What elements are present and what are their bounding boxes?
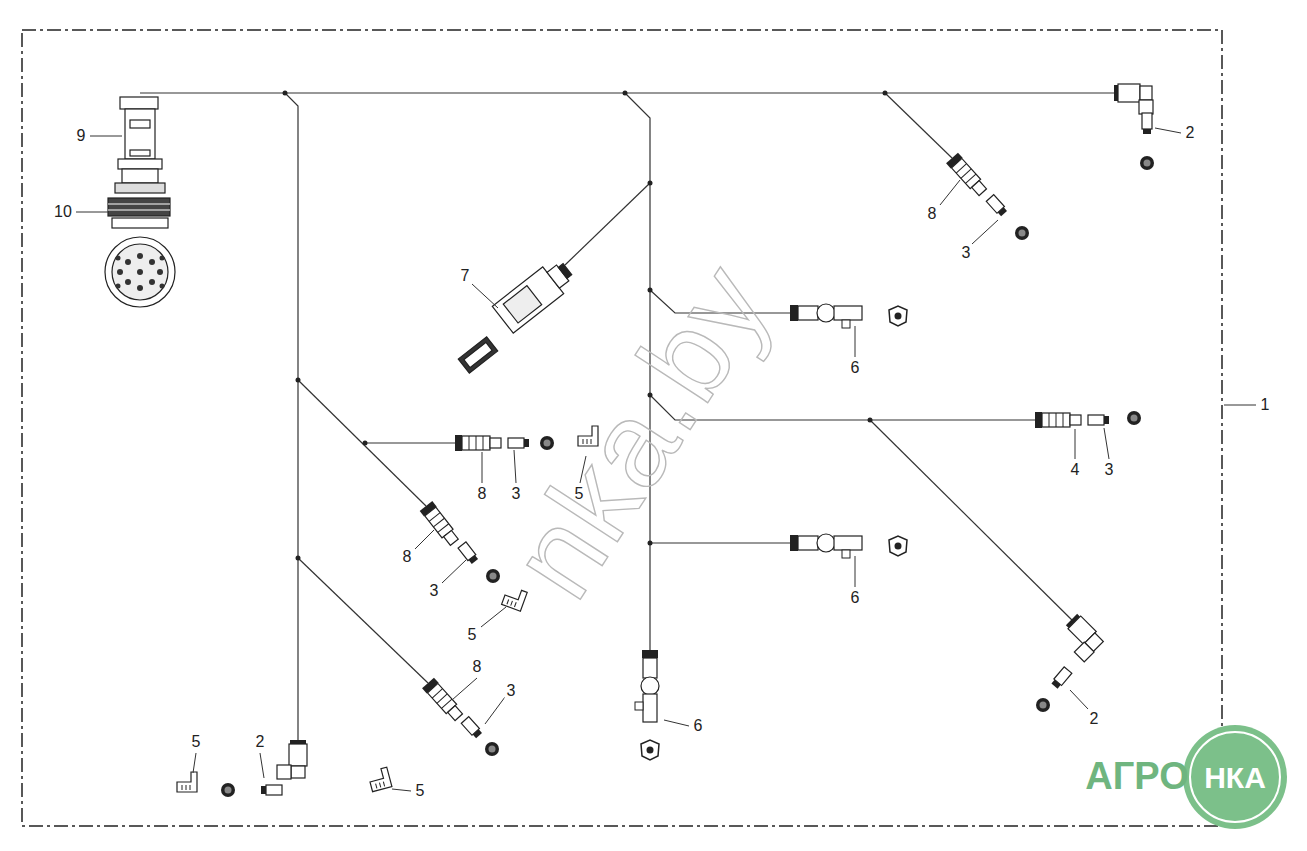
logo-text: АГРО <box>1083 756 1190 796</box>
callout-number: 9 <box>75 127 88 145</box>
callout-number: 8 <box>476 485 489 503</box>
callout-number: 2 <box>254 733 267 751</box>
logo-mark <box>1183 725 1287 829</box>
callout-number: 2 <box>1088 710 1101 728</box>
main-connector <box>105 97 175 307</box>
assembly-boundary <box>22 30 1222 826</box>
callout-number: 8 <box>401 548 414 566</box>
callout-number: 10 <box>52 203 74 221</box>
callout-number: 6 <box>692 717 705 735</box>
callout-number: 3 <box>1103 461 1116 479</box>
callout-number: 7 <box>459 267 472 285</box>
callout-number: 2 <box>1184 124 1197 142</box>
callout-number: 5 <box>190 733 203 751</box>
callout-number: 3 <box>960 244 973 262</box>
callout-number: 3 <box>505 682 518 700</box>
callout-number: 6 <box>849 589 862 607</box>
callout-number: 5 <box>466 626 479 644</box>
leader-lines <box>76 128 1256 791</box>
callout-number: 8 <box>926 205 939 223</box>
callout-number: 6 <box>849 359 862 377</box>
logo-text: НКА <box>1202 762 1268 794</box>
callout-number: 3 <box>428 582 441 600</box>
harness-parts <box>177 84 1154 797</box>
watermark: nka.by <box>488 242 792 618</box>
callout-number: 5 <box>414 782 427 800</box>
wires <box>140 93 1115 752</box>
callout-number: 1 <box>1259 396 1272 414</box>
connector-pins <box>116 253 165 291</box>
control-connector <box>458 256 578 373</box>
callout-number: 8 <box>471 658 484 676</box>
callout-number: 4 <box>1069 461 1082 479</box>
